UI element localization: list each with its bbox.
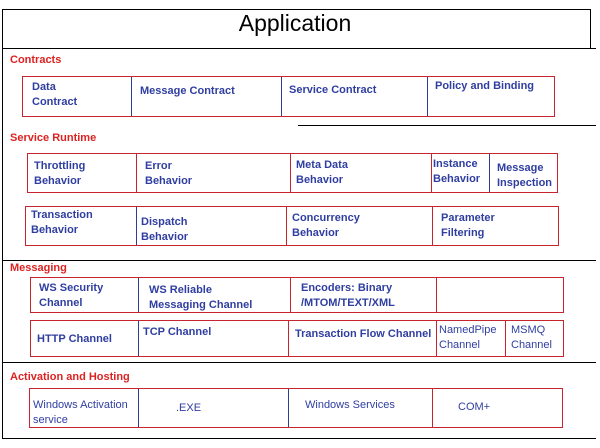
concurrency-behavior-label: Concurrency Behavior <box>292 212 360 239</box>
activation-row: Windows Activation service .EXE Windows … <box>29 388 563 428</box>
ws-security-label: WS Security Channel <box>39 282 104 309</box>
error-behavior-box: Error Behavior <box>136 154 290 192</box>
message-contract-box: Message Contract <box>131 77 281 116</box>
data-contract-box: Data Contract <box>23 77 131 116</box>
parameter-filtering-box: Parameter Filtering <box>432 207 558 245</box>
messaging-row-1: WS Security Channel WS Reliable Messagin… <box>30 277 564 313</box>
section-contracts: Contracts <box>10 54 62 66</box>
windows-services-box: Windows Services <box>288 389 432 427</box>
com-box: COM+ <box>432 389 562 427</box>
title-divider <box>2 48 596 49</box>
ws-reliable-label: WS Reliable Messaging Channel <box>149 284 253 311</box>
runtime-row-2: Transaction Behavior Dispatch Behavior C… <box>25 206 559 246</box>
msmq-label: MSMQ Channel <box>511 324 552 351</box>
encoders-label: Encoders: Binary /MTOM/TEXT/XML <box>301 282 395 309</box>
throttling-box: Throttling Behavior <box>28 154 136 192</box>
runtime-divider <box>2 260 596 261</box>
service-contract-box: Service Contract <box>281 77 427 116</box>
messaging-row-2: HTTP Channel TCP Channel Transaction Flo… <box>30 320 564 357</box>
named-pipe-label: NamedPipe Channel <box>439 324 497 351</box>
instance-behavior-label: Instance Behavior <box>433 158 481 185</box>
encoders-box: Encoders: Binary /MTOM/TEXT/XML <box>290 278 436 312</box>
named-pipe-box: NamedPipe Channel <box>436 321 505 356</box>
outer-left-border <box>2 9 3 439</box>
runtime-row-1: Throttling Behavior Error Behavior Meta … <box>27 153 558 193</box>
ws-reliable-box: WS Reliable Messaging Channel <box>138 278 290 312</box>
meta-data-label: Meta Data Behavior <box>296 159 348 186</box>
dispatch-behavior-box: Dispatch Behavior <box>136 207 286 245</box>
policy-binding-label: Policy and Binding <box>435 80 535 92</box>
transaction-behavior-box: Transaction Behavior <box>26 207 136 245</box>
error-behavior-label: Error Behavior <box>145 160 193 187</box>
exe-box: .EXE <box>138 389 288 427</box>
instance-behavior-box: Instance Behavior <box>431 154 489 192</box>
empty-messaging-box <box>436 278 563 312</box>
message-contract-label: Message Contract <box>140 85 235 97</box>
dispatch-behavior-label: Dispatch Behavior <box>141 216 189 243</box>
concurrency-behavior-box: Concurrency Behavior <box>286 207 432 245</box>
was-label: Windows Activation service <box>33 399 128 426</box>
transaction-flow-box: Transaction Flow Channel <box>288 321 436 356</box>
meta-data-box: Meta Data Behavior <box>290 154 431 192</box>
bottom-divider <box>2 438 596 439</box>
contracts-divider <box>298 125 596 126</box>
com-label: COM+ <box>458 401 491 413</box>
tcp-channel-label: TCP Channel <box>143 326 212 338</box>
transaction-behavior-label: Transaction Behavior <box>31 209 93 236</box>
tcp-channel-box: TCP Channel <box>138 321 288 356</box>
messaging-divider <box>2 362 596 363</box>
outer-top-border <box>2 9 590 10</box>
http-channel-box: HTTP Channel <box>31 321 138 356</box>
contracts-row: Data Contract Message Contract Service C… <box>22 76 555 117</box>
ws-security-box: WS Security Channel <box>31 278 138 312</box>
section-messaging: Messaging <box>10 262 67 274</box>
exe-label: .EXE <box>176 402 202 414</box>
windows-services-label: Windows Services <box>305 399 395 411</box>
data-contract-label: Data Contract <box>32 81 78 108</box>
message-inspection-label: Message Inspection <box>497 162 553 189</box>
policy-binding-box: Policy and Binding <box>427 77 554 116</box>
http-channel-label: HTTP Channel <box>37 333 112 345</box>
diagram-title: Application <box>238 10 352 36</box>
transaction-flow-label: Transaction Flow Channel <box>295 328 432 340</box>
section-service-runtime: Service Runtime <box>10 132 97 144</box>
section-activation-hosting: Activation and Hosting <box>10 371 130 383</box>
message-inspection-box: Message Inspection <box>489 154 557 192</box>
msmq-box: MSMQ Channel <box>505 321 563 356</box>
was-box: Windows Activation service <box>30 389 138 427</box>
service-contract-label: Service Contract <box>289 84 377 96</box>
parameter-filtering-label: Parameter Filtering <box>441 212 495 239</box>
throttling-label: Throttling Behavior <box>34 160 86 187</box>
outer-right-border <box>590 9 591 49</box>
